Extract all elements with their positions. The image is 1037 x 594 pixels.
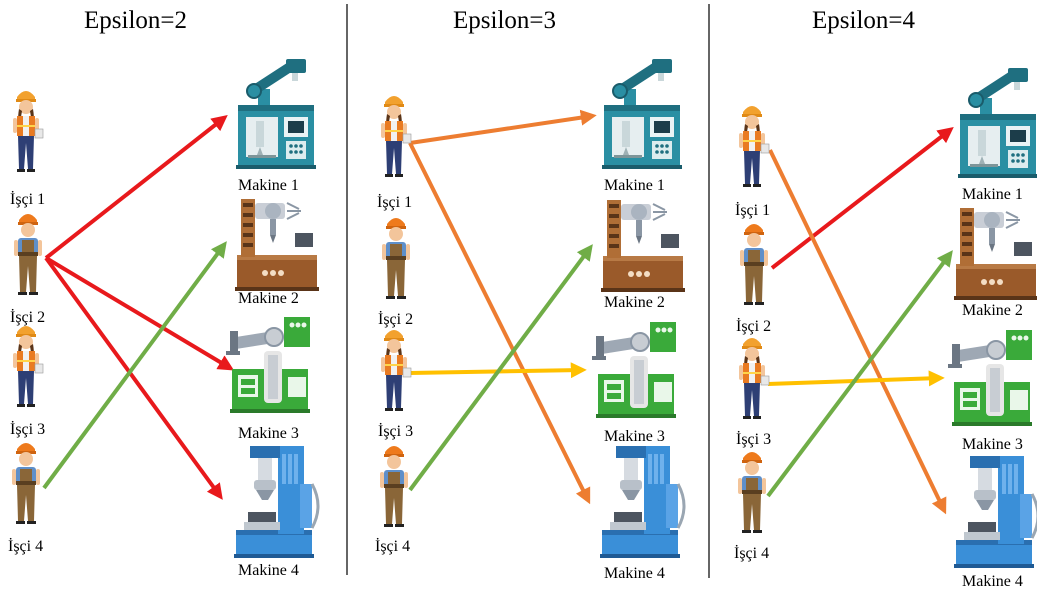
press-machine-icon [952, 454, 1037, 570]
machine-label: Makine 4 [238, 562, 299, 579]
worker-1: İşçi 1 [10, 90, 45, 208]
press-machine-icon [232, 444, 320, 560]
drill-press-machine-icon [953, 207, 1037, 301]
arrow-isci2-makine1 [770, 127, 954, 270]
arrow-isci4-makine2 [42, 241, 227, 490]
worker-label: İşçi 4 [734, 544, 769, 562]
worker-3: İşçi 3 [378, 329, 413, 440]
arrows [42, 115, 235, 500]
worker-2: İşçi 2 [10, 214, 45, 326]
worker-icon [738, 452, 766, 533]
worker-label: İşçi 3 [378, 422, 413, 440]
arrow-isci4-makine2 [408, 244, 593, 492]
worker-icon [380, 329, 412, 412]
machine-label: Makine 2 [604, 294, 665, 311]
drill-press-machine-icon [600, 199, 686, 293]
arrow-isci2-makine1 [44, 115, 228, 260]
worker-icon [740, 224, 768, 305]
worker-icon [12, 443, 40, 524]
worker-label: İşçi 2 [378, 310, 413, 328]
machine-1: Makine 1 [235, 58, 317, 194]
arrow-isci1-makine1 [409, 109, 597, 145]
worker-1: İşçi 1 [377, 95, 412, 211]
panel-epsilon-3: Epsilon=3 İşçi 1 İşçi 2 İşçi 3 İşçi 4 Ma… [375, 7, 686, 582]
worker-4: İşçi 4 [375, 446, 410, 555]
machine-4: Makine 4 [952, 454, 1037, 590]
panel-title: Epsilon=2 [84, 7, 187, 34]
arrows [766, 127, 954, 515]
machine-label: Makine 2 [962, 302, 1023, 319]
worker-3: İşçi 3 [10, 325, 45, 438]
worker-4: İşçi 4 [8, 443, 43, 555]
worker-icon [380, 95, 412, 178]
machine-label: Makine 2 [238, 290, 299, 307]
worker-label: İşçi 4 [8, 537, 43, 555]
worker-1: İşçi 1 [735, 105, 770, 219]
machine-label: Makine 3 [604, 428, 665, 445]
worker-label: İşçi 3 [10, 420, 45, 438]
arrow-isci2-makine3 [44, 256, 235, 371]
arrows [408, 109, 597, 505]
cnc-milling-machine-icon [235, 58, 317, 170]
arrow-isci4-makine2 [766, 250, 953, 498]
machine-2: Makine 2 [600, 199, 686, 311]
worker-icon [738, 105, 770, 188]
machine-1: Makine 1 [601, 58, 683, 194]
worker-icon [382, 218, 410, 299]
worker-label: İşçi 2 [736, 317, 771, 335]
worker-label: İşçi 1 [10, 190, 45, 208]
worker-icon [738, 337, 770, 420]
machine-label: Makine 3 [238, 425, 299, 442]
worker-icon [380, 446, 408, 527]
machine-label: Makine 3 [962, 436, 1023, 453]
machine-label: Makine 1 [604, 177, 665, 194]
machine-3: Makine 3 [947, 329, 1033, 453]
drill-press-machine-icon [234, 198, 320, 292]
robotic-arm-machine-icon [591, 321, 677, 419]
worker-icon [12, 90, 44, 173]
machine-label: Makine 1 [238, 177, 299, 194]
machine-2: Makine 2 [234, 198, 320, 307]
arrow-isci1-makine4 [768, 149, 947, 515]
worker-2: İşçi 2 [378, 218, 413, 328]
worker-label: İşçi 1 [735, 201, 770, 219]
panel-title: Epsilon=4 [812, 7, 915, 34]
machine-3: Makine 3 [225, 316, 311, 442]
arrow-isci2-makine4 [44, 256, 223, 500]
machine-4: Makine 4 [232, 444, 320, 579]
worker-4: İşçi 4 [734, 452, 769, 562]
cnc-milling-machine-icon [957, 67, 1037, 179]
machine-label: Makine 1 [962, 186, 1023, 203]
worker-label: İşçi 1 [377, 193, 412, 211]
machine-label: Makine 4 [962, 573, 1023, 590]
panel-title: Epsilon=3 [453, 7, 556, 34]
robotic-arm-machine-icon [947, 329, 1033, 427]
machine-4: Makine 4 [598, 444, 686, 582]
machine-label: Makine 4 [604, 565, 665, 582]
panel-epsilon-2: Epsilon=2 İşçi 1 İşçi 2 İşçi 3 İşçi 4 Ma… [8, 7, 320, 579]
press-machine-icon [598, 444, 686, 560]
worker-3: İşçi 3 [736, 337, 771, 448]
machine-3: Makine 3 [591, 321, 677, 445]
machine-2: Makine 2 [953, 207, 1037, 319]
panel-epsilon-4: Epsilon=4 İşçi 1 İşçi 2 İşçi 3 İşçi 4 Ma… [734, 7, 1037, 590]
robotic-arm-machine-icon [225, 316, 311, 414]
worker-label: İşçi 3 [736, 430, 771, 448]
cnc-milling-machine-icon [601, 58, 683, 170]
machine-1: Makine 1 [957, 67, 1037, 203]
arrow-isci1-makine4 [408, 142, 591, 505]
worker-icon [14, 214, 42, 295]
worker-2: İşçi 2 [736, 224, 771, 335]
worker-icon [12, 325, 44, 408]
worker-label: İşçi 2 [10, 308, 45, 326]
worker-label: İşçi 4 [375, 537, 410, 555]
